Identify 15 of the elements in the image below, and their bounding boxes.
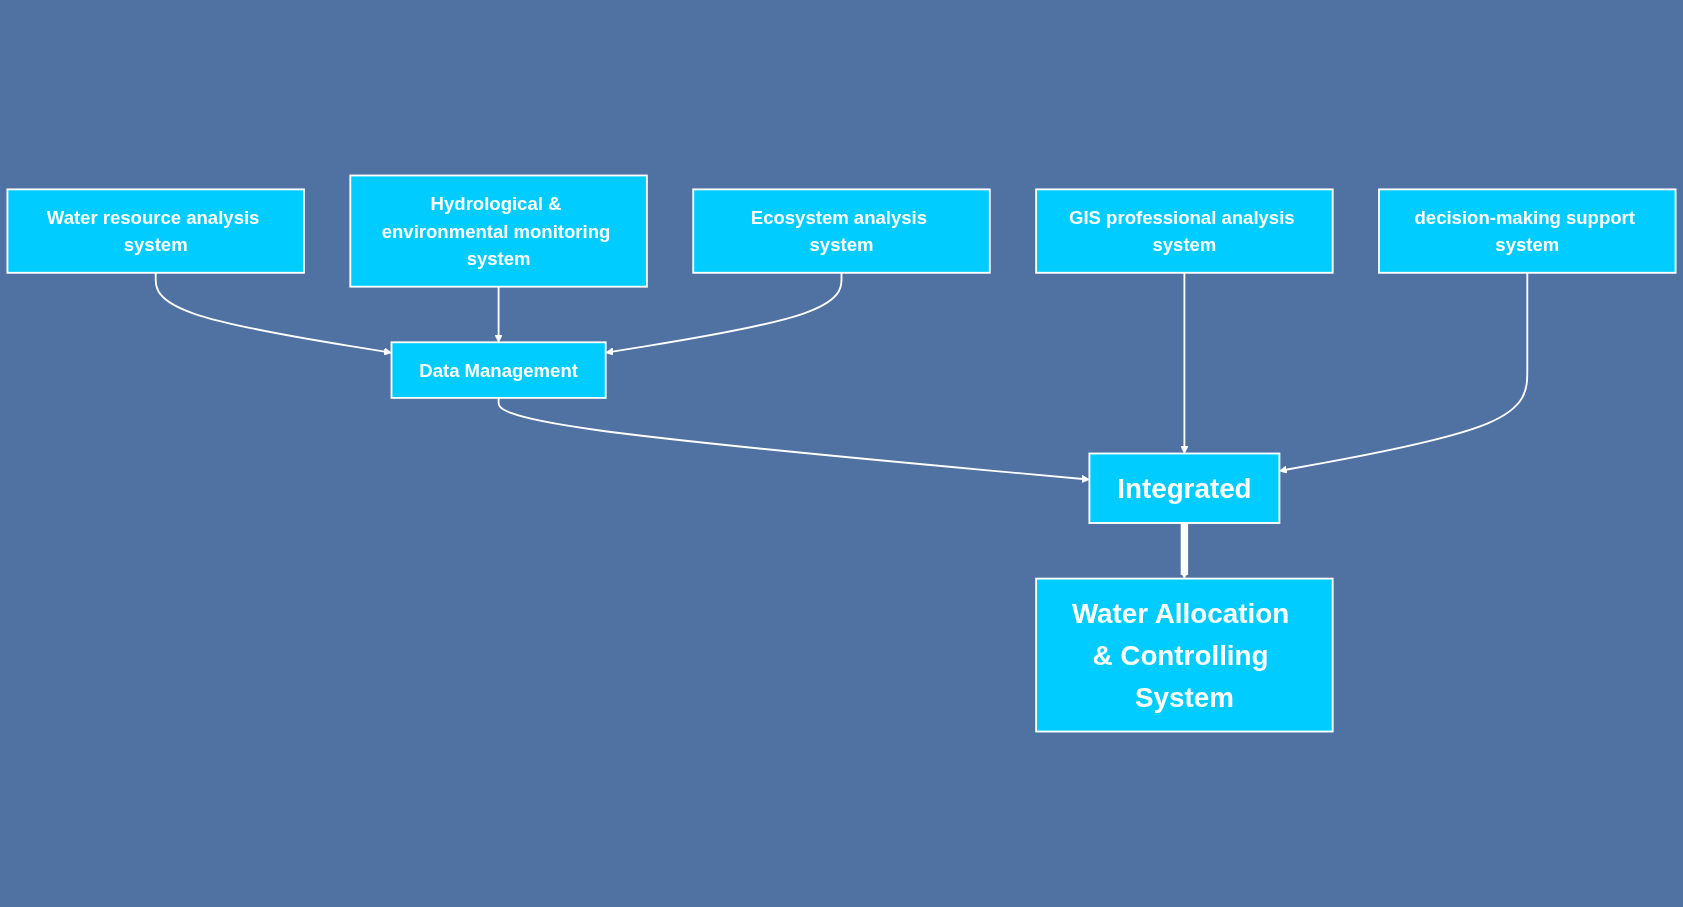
arrow — [154, 271, 392, 356]
node-box: Data Management — [390, 341, 607, 399]
node-box: Ecosystem analysis system — [692, 188, 991, 274]
arrow — [1180, 523, 1189, 579]
node-box: decision-making support system — [1378, 188, 1677, 274]
arrow — [1180, 271, 1189, 454]
node-box: Integrated — [1088, 452, 1281, 524]
node-box: Hydrological & environmental monitoring system — [349, 174, 648, 288]
arrow — [605, 271, 843, 356]
node-box: Water resource analysis system — [6, 188, 305, 274]
arrow — [497, 396, 1090, 483]
node-box: Water Allocation & Controlling System — [1035, 577, 1334, 733]
arrow — [1279, 271, 1529, 474]
node-box: GIS professional analysis system — [1035, 188, 1334, 274]
arrow — [494, 285, 503, 343]
